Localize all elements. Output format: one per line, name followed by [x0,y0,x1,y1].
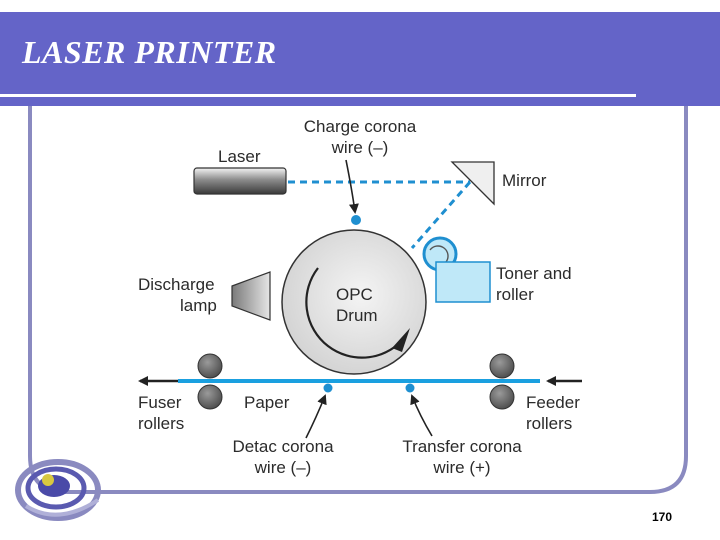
drum-rotation-arrow [305,267,407,359]
toner-roller-arc [429,245,449,263]
title-rule [0,94,636,97]
label-drum: OPC Drum [336,284,378,326]
detac-corona-wire [323,383,333,393]
label-feeder-line1: Feeder [526,393,580,412]
toner-box [435,261,491,303]
label-detac-line1: Detac corona [232,437,334,456]
label-toner-line2: roller [496,285,534,304]
detac-corona-pointer [305,394,327,439]
reflected-beam [410,181,472,249]
charge-corona-pointer [345,159,359,214]
label-detac-line2: wire (–) [254,458,312,477]
label-fuser-line2: rollers [138,414,185,433]
transfer-corona-pointer [410,394,433,437]
label-drum-line2: Drum [336,306,378,325]
label-charge-corona-line2: wire (–) [331,138,389,157]
drum-rotation-arrowhead [392,328,410,352]
label-toner-line1: Toner and [496,264,572,283]
logo-icon [15,459,101,521]
label-drum-line1: OPC [336,285,373,304]
slide-title: LASER PRINTER [22,34,277,70]
feeder-roller-bottom [489,384,515,410]
label-detac-corona: Detac corona wire (–) [222,436,344,478]
transfer-corona-wire [405,383,415,393]
label-fuser-line1: Fuser [138,393,182,412]
label-discharge-line1: Discharge [138,275,215,294]
label-transfer-line1: Transfer corona [402,437,522,456]
label-transfer-line2: wire (+) [433,458,491,477]
label-charge-corona: Charge corona wire (–) [292,116,428,158]
label-discharge-line2: lamp [180,296,217,315]
label-discharge-lamp: Discharge lamp [138,274,217,316]
fuser-roller-bottom [197,384,223,410]
label-transfer-corona: Transfer corona wire (+) [392,436,532,478]
label-toner: Toner and roller [496,263,572,305]
label-feeder: Feeder rollers [526,392,580,434]
page-number: 170 [652,510,673,524]
label-charge-corona-line1: Charge corona [303,117,417,136]
label-fuser: Fuser rollers [138,392,184,434]
fuser-roller-top [197,353,223,379]
mirror-icon [450,161,495,206]
label-feeder-line2: rollers [526,414,573,433]
feeder-roller-top [489,353,515,379]
label-paper: Paper [244,393,290,412]
header-band [0,12,720,106]
laser-unit [193,167,287,195]
charge-corona-wire [351,215,361,225]
discharge-lamp-icon [231,271,271,321]
label-laser: Laser [218,147,261,166]
label-mirror: Mirror [502,171,547,190]
